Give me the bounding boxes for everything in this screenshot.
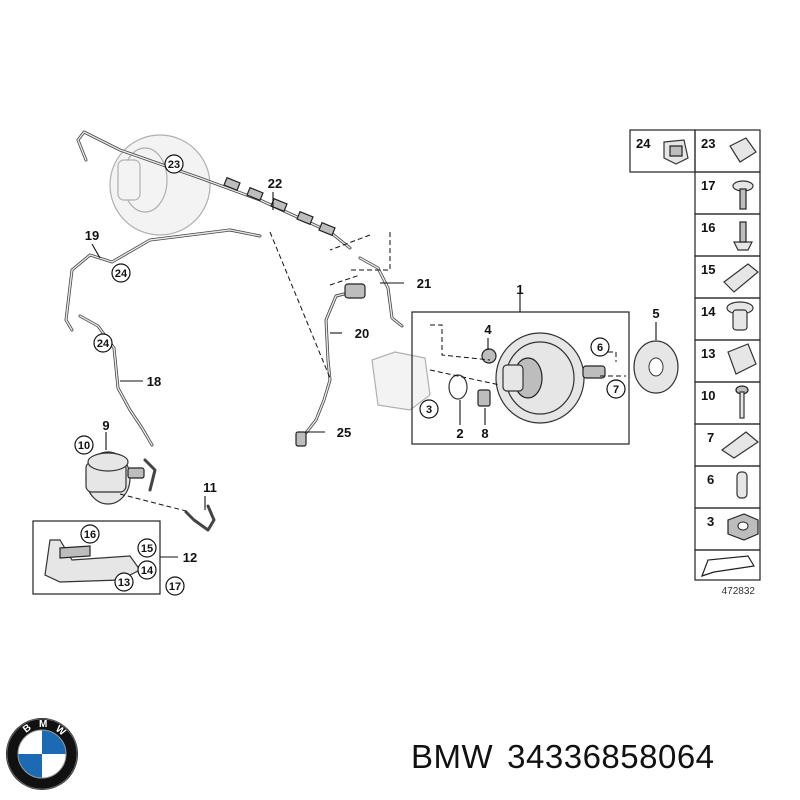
callout-8: 8 [481, 426, 488, 441]
callout-7-circle: 7 [606, 379, 626, 399]
svg-text:6: 6 [597, 342, 603, 354]
svg-text:7: 7 [613, 384, 619, 396]
vacuum-hose-18 [78, 314, 154, 447]
legend-cell-17: 17 [694, 171, 761, 215]
svg-text:14: 14 [141, 565, 154, 577]
leader-lines [91, 192, 489, 510]
svg-text:23: 23 [701, 136, 715, 151]
callout-16-circle: 16 [80, 524, 100, 544]
ghost-reservoir [371, 351, 431, 411]
svg-text:24: 24 [97, 338, 110, 350]
callout-5: 5 [652, 306, 659, 321]
svg-text:10: 10 [701, 388, 715, 403]
callout-10-circle: 10 [74, 435, 94, 455]
vacuum-hose-19 [64, 228, 262, 332]
callout-18: 18 [147, 374, 161, 389]
part-number: 34336858064 [507, 738, 715, 775]
connector-21 [358, 256, 404, 328]
svg-text:M: M [39, 719, 47, 730]
callout-25: 25 [337, 425, 351, 440]
svg-text:3: 3 [707, 514, 714, 529]
callout-24-circle-a: 24 [111, 263, 131, 283]
callout-22: 22 [268, 176, 282, 191]
legend-cell-3: 3 [694, 507, 761, 551]
diagram-number: 472832 [722, 586, 756, 597]
svg-text:16: 16 [84, 529, 96, 541]
callout-19: 19 [85, 228, 99, 243]
legend-cell-7: 7 [694, 423, 761, 467]
callout-20: 20 [355, 326, 369, 341]
callout-3-circle: 3 [419, 399, 439, 419]
svg-text:14: 14 [701, 304, 716, 319]
svg-text:16: 16 [701, 220, 715, 235]
svg-text:6: 6 [707, 472, 714, 487]
legend-cell-13: 13 [694, 339, 761, 383]
legend-cell-24: 24 [629, 129, 696, 173]
vacuum-pump-9 [85, 432, 157, 505]
callout-24-circle-b: 24 [93, 333, 113, 353]
callout-2: 2 [456, 426, 463, 441]
svg-text:7: 7 [707, 430, 714, 445]
callout-21: 21 [417, 276, 431, 291]
legend-cell-16: 16 [694, 213, 761, 257]
callout-11: 11 [203, 480, 217, 495]
legend-cell-arrow [694, 549, 761, 581]
callout-12: 12 [183, 550, 197, 565]
svg-text:15: 15 [141, 543, 153, 555]
callout-14-circle: 14 [137, 560, 157, 580]
bmw-logo: B M W [6, 718, 78, 790]
svg-text:15: 15 [701, 262, 715, 277]
svg-text:13: 13 [118, 577, 130, 589]
svg-text:23: 23 [168, 159, 180, 171]
legend-cell-23: 23 [694, 129, 761, 173]
bracket-box-12 [32, 520, 178, 595]
svg-text:10: 10 [78, 440, 90, 452]
callout-13-circle: 13 [114, 572, 134, 592]
reference-lines [269, 231, 391, 379]
callout-labels: 1 2 4 5 8 9 11 12 18 19 20 21 22 25 [85, 176, 660, 565]
callout-15-circle: 15 [137, 538, 157, 558]
svg-text:24: 24 [636, 136, 651, 151]
legend-cell-10: 10 [694, 381, 761, 425]
svg-text:24: 24 [115, 268, 128, 280]
callout-6-circle: 6 [590, 337, 610, 357]
callout-9: 9 [102, 418, 109, 433]
callout-23-circle: 23 [164, 154, 184, 174]
svg-text:17: 17 [701, 178, 715, 193]
vacuum-hose-20 [295, 283, 366, 447]
circled-callouts: 23 24 24 3 6 7 10 16 [74, 154, 626, 596]
callout-17-circle: 17 [165, 576, 185, 596]
ghost-booster [109, 134, 211, 236]
part-caption: BMW 34336858064 [411, 738, 729, 776]
svg-text:13: 13 [701, 346, 715, 361]
svg-text:3: 3 [426, 404, 432, 416]
legend-cell-15: 15 [694, 255, 761, 299]
gasket-5 [633, 322, 679, 394]
brand-name: BMW [411, 738, 494, 775]
hose-11 [119, 493, 216, 532]
legend-cell-14: 14 [694, 297, 761, 341]
booster-group-1 [411, 290, 630, 445]
parts-legend: 24 23 17 16 15 [629, 129, 761, 597]
callout-1: 1 [516, 282, 523, 297]
svg-text:17: 17 [169, 581, 181, 593]
legend-cell-6: 6 [694, 465, 761, 509]
callout-4: 4 [484, 322, 492, 337]
